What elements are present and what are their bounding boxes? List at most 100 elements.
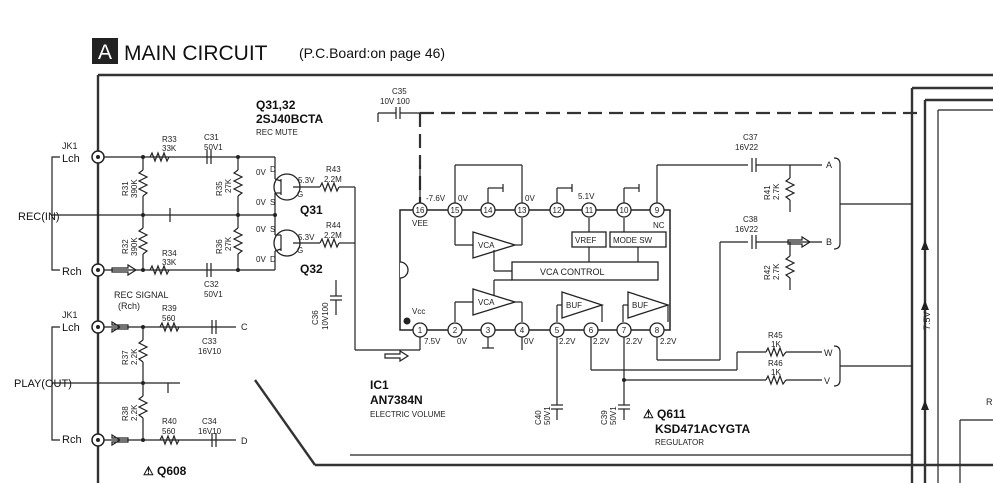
r39-value: 560 xyxy=(162,314,176,323)
q32-d-pin: D xyxy=(270,255,276,264)
r46-label: R46 xyxy=(768,359,783,368)
ic1-pin-11 xyxy=(581,202,597,218)
pin2-voltage: 0V xyxy=(457,337,467,346)
junction xyxy=(236,213,240,217)
c40-label: C40 xyxy=(534,410,543,425)
rec-signal-ch: (Rch) xyxy=(118,301,140,311)
r38-symbol xyxy=(137,395,149,419)
title-badge-box xyxy=(92,38,118,64)
r33-label: R33 xyxy=(162,135,177,144)
ic1-pin-12-label: 12 xyxy=(553,206,562,215)
q3132-part: 2SJ40BCTA xyxy=(256,112,323,126)
ic1-pin-11-label: 11 xyxy=(585,206,594,215)
r34-value: 33K xyxy=(162,258,177,267)
pin6-voltage: 2.2V xyxy=(593,337,610,346)
r44-symbol xyxy=(319,237,340,249)
rch-bottom-label: Rch xyxy=(62,434,82,446)
q31-g-voltage: 5.3V xyxy=(298,176,315,185)
junction xyxy=(141,438,145,442)
r36-value: 27K xyxy=(224,236,233,251)
junction xyxy=(141,325,145,329)
ic1-pin1-dot xyxy=(403,317,411,325)
q32-g-pin: G xyxy=(297,246,303,255)
ic1-part: AN7384N xyxy=(370,393,423,407)
r37-symbol xyxy=(137,339,149,363)
r40-label: R40 xyxy=(162,417,177,426)
conn-d: D xyxy=(241,436,248,446)
c36-value: 10V100 xyxy=(321,302,330,330)
jk1-top-label: JK1 xyxy=(62,141,78,151)
junction xyxy=(141,381,145,385)
q32-s-voltage: 0V xyxy=(256,225,266,234)
r31-symbol xyxy=(137,169,149,197)
ic1-name: IC1 xyxy=(370,378,389,392)
ic1-pin-15-label: 15 xyxy=(451,206,460,215)
c35-value: 10V 100 xyxy=(380,97,410,106)
c35-label: C35 xyxy=(392,87,407,96)
jk1-bottom-label: JK1 xyxy=(62,310,78,320)
right-r-label: R xyxy=(986,397,993,407)
pin13-voltage: 0V xyxy=(525,194,535,203)
r45-label: R45 xyxy=(768,331,783,340)
ic1-pins-bottom: 1 2 3 4 5 6 7 8 xyxy=(412,322,665,338)
ic1-notch xyxy=(399,261,409,279)
title-main: MAIN CIRCUIT xyxy=(124,42,268,65)
r34-symbol xyxy=(149,264,170,276)
r36-label: R36 xyxy=(215,239,224,254)
c38-label: C38 xyxy=(743,215,758,224)
ic1-nc: NC xyxy=(653,221,665,230)
ic1-pin-10-label: 10 xyxy=(620,206,629,215)
c38-value: 16V22 xyxy=(735,225,759,234)
c34-label: C34 xyxy=(202,417,217,426)
buf-right-label: BUF xyxy=(632,301,648,310)
q611-name: Q611 xyxy=(657,407,686,421)
rec-signal-arrow xyxy=(111,263,138,277)
pin4-voltage: 0V xyxy=(524,337,534,346)
pin5-voltage: 2.2V xyxy=(559,337,576,346)
r32-label: R32 xyxy=(121,239,130,254)
q31-drain xyxy=(274,178,282,182)
c36-label: C36 xyxy=(311,310,320,325)
ic1-pin-1-label: 1 xyxy=(418,326,423,335)
rec-signal-label: REC SIGNAL xyxy=(114,290,169,300)
q32-g-voltage: 5.3V xyxy=(298,233,315,242)
ic1-vee: VEE xyxy=(412,219,428,228)
junction xyxy=(236,155,240,159)
conn-a: A xyxy=(826,160,832,170)
r39-label: R39 xyxy=(162,304,177,313)
pin1-voltage: 7.5V xyxy=(424,337,441,346)
r46-value: 1K xyxy=(771,368,781,377)
c39-value: 50V1 xyxy=(609,406,618,425)
r44-value: 2.2M xyxy=(324,231,342,240)
r40-value: 560 xyxy=(162,427,176,436)
junction xyxy=(141,268,145,272)
c34-value: 16V10 xyxy=(198,427,222,436)
q3132-func: REC MUTE xyxy=(256,128,298,137)
r41-symbol xyxy=(784,177,796,201)
vca-upper-label: VCA xyxy=(478,241,495,250)
ic1-pin-9-label: 9 xyxy=(655,206,660,215)
q611-func: REGULATOR xyxy=(655,438,704,447)
q32-s-pin: S xyxy=(270,225,275,234)
ic1-pin-3-label: 3 xyxy=(486,326,491,335)
ic1-pin-6-label: 6 xyxy=(589,326,594,335)
c39-label: C39 xyxy=(600,410,609,425)
r44-label: R44 xyxy=(326,221,341,230)
r32-symbol xyxy=(137,227,149,255)
r33-value: 33K xyxy=(162,144,177,153)
title-sub: (P.C.Board:on page 46) xyxy=(299,45,445,61)
q3132-name: Q31,32 xyxy=(256,98,296,112)
ic1-pin-7-label: 7 xyxy=(622,326,627,335)
rec-in-label: REC(IN) xyxy=(18,211,60,223)
bottom-bus-diag xyxy=(254,379,316,466)
pin15-voltage: 0V xyxy=(458,194,468,203)
q611-warn: ⚠ xyxy=(643,407,654,421)
jack-rec-lch-pin xyxy=(96,155,100,159)
conn-v: V xyxy=(824,376,830,386)
r35-symbol xyxy=(232,169,244,197)
r33-symbol xyxy=(149,151,170,163)
r31-value: 390K xyxy=(130,179,139,198)
jack-rec-rch-pin xyxy=(96,268,100,272)
q31-s-pin: S xyxy=(270,198,275,207)
